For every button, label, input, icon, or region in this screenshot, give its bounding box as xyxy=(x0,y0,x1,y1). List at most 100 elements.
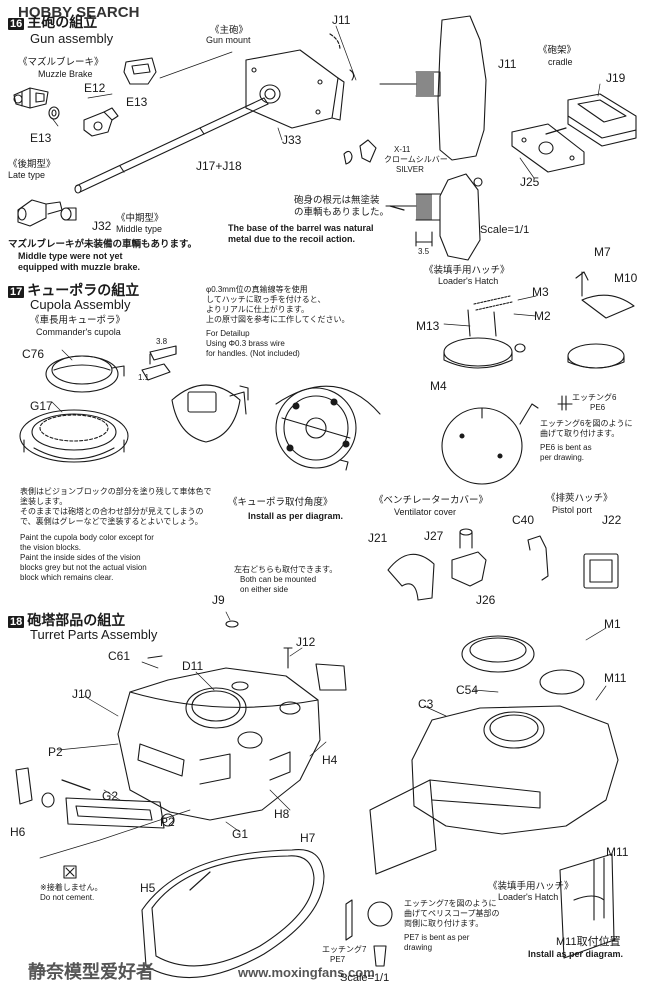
part-label: M1 xyxy=(604,617,621,631)
dimension-3-5: 3.5 xyxy=(418,247,430,256)
part-label: J27 xyxy=(424,529,444,543)
part-label: C54 xyxy=(456,683,479,697)
muzzle-brake-part-icon xyxy=(123,57,157,85)
pe6-note-en-1: PE6 is bent as xyxy=(540,443,592,452)
part-label: M3 xyxy=(532,285,549,299)
m11-hatch-detail-icon xyxy=(559,853,615,959)
brass-note-en-3: for handles. (Not included) xyxy=(206,349,300,358)
part-label: J22 xyxy=(602,513,622,527)
loader-hatch-disc-icon xyxy=(441,403,539,485)
part-label: J19 xyxy=(606,71,626,85)
muzzle-brake-icon xyxy=(13,87,49,109)
muzzle-note-en-1: Middle type were not yet xyxy=(18,251,123,261)
pe7-note-en-1: PE7 is bent as per xyxy=(404,933,470,942)
part-label: D11 xyxy=(182,659,204,673)
brass-note-ja-1: φ0.3mm位の真鍮線等を使用 xyxy=(206,285,308,294)
c40-port-icon xyxy=(527,535,549,581)
part-label: J11 xyxy=(332,13,351,27)
m11-position-ja: M11取付位置 xyxy=(556,936,621,948)
watermark-bottom-ja: 静奈模型爱好者 xyxy=(28,962,154,982)
ventilator-en: Ventilator cover xyxy=(394,507,457,517)
paint-note-ja-1: 表側はビジョンブロックの部分を塗り残して車体色で xyxy=(20,487,212,496)
part-label: M11 xyxy=(604,671,627,685)
e12-part-icon xyxy=(83,107,119,137)
part-label: G1 xyxy=(232,827,249,841)
part-label: J9 xyxy=(212,593,225,607)
color-en: SILVER xyxy=(396,165,424,174)
part-label: J33 xyxy=(282,133,302,147)
part-label: P2 xyxy=(48,745,63,759)
m11-position-en: Install as per diagram. xyxy=(528,949,624,959)
part-label: G17 xyxy=(30,399,53,413)
part-label: E13 xyxy=(30,131,52,145)
brass-note-en-2: Using Φ0.3 brass wire xyxy=(206,339,285,348)
paint-note-ja-2: 塗装します。 xyxy=(20,497,68,506)
paint-note-en-5: block which remains clear. xyxy=(20,573,114,582)
ventilator-ja: 《ベンチレーターカバー》 xyxy=(374,495,489,506)
pe7-note-ja-2: 曲げてペリスコープ基部の xyxy=(404,909,500,918)
no-cement-ja: ※接着しません。 xyxy=(40,883,103,892)
arrow-marks xyxy=(61,33,567,891)
turret-ring-h7-icon xyxy=(141,848,325,979)
no-cement-en: Do not cement. xyxy=(40,893,95,902)
step18-title-en: Turret Parts Assembly xyxy=(30,627,158,642)
paint-note-en-1: Paint the cupola body color except for xyxy=(20,533,154,542)
turret-body-right-icon xyxy=(369,635,619,875)
commander-en: Commander's cupola xyxy=(36,327,121,337)
paint-note-en-4: blocks grey but not the actual vision xyxy=(20,563,147,572)
step16-number: 16 xyxy=(8,18,25,31)
either-side-en-1: Both can be mounted xyxy=(240,575,317,584)
dim-3-8: 3.8 xyxy=(156,337,168,346)
muzzle-note-en-2: equipped with muzzle brake. xyxy=(18,262,141,272)
j32-part-icon xyxy=(60,207,77,221)
part-label: J17+J18 xyxy=(196,159,242,173)
pe7-note-en-2: drawing xyxy=(404,943,433,952)
cradle-ja: 《砲架》 xyxy=(538,45,577,56)
pistol-port-en: Pistol port xyxy=(552,505,593,515)
muzzle-brake-en: Muzzle Brake xyxy=(38,69,93,79)
part-label: J26 xyxy=(476,593,496,607)
part-label: M4 xyxy=(430,379,447,393)
paint-note-en-3: Paint the inside sides of the vision xyxy=(20,553,141,562)
cupola-angle-ja: 《キューポラ取付角度》 xyxy=(228,497,333,508)
brass-note-ja-4: 上の原寸図を参考に工作してください。 xyxy=(206,315,350,324)
pe6-note-en-2: per drawing. xyxy=(540,453,585,462)
paint-note-en-2: the vision blocks. xyxy=(20,543,81,552)
pe6-note-ja-1: エッチング6を図のように xyxy=(540,419,633,428)
cradle-en: cradle xyxy=(548,57,573,67)
part-label: J10 xyxy=(72,687,92,701)
step17-title-en: Cupola Assembly xyxy=(30,297,131,312)
loader-hatch-m4-icon xyxy=(443,295,526,369)
pistol-port-ja: 《排莢ハッチ》 xyxy=(546,493,613,504)
pe6-note-ja-2: 曲げて取り付けます。 xyxy=(540,429,620,438)
part-label: M13 xyxy=(416,319,440,333)
watermark-bottom-url: www.moxingfans.com xyxy=(238,965,375,980)
j9-j12-fitting-icon xyxy=(147,620,347,691)
late-muzzle-icon xyxy=(17,199,63,227)
part-label: E13 xyxy=(126,95,148,109)
part-label: M10 xyxy=(614,271,638,285)
cupola-hatch-detail-icon xyxy=(171,384,249,443)
part-label: C40 xyxy=(512,513,535,527)
part-label: J32 xyxy=(92,219,112,233)
loader-hatch2-ja: 《装填手用ハッチ》 xyxy=(488,881,574,892)
leader-lines xyxy=(39,25,607,859)
muzzle-note-ja: マズルブレーキが未装備の車輌もあります。 xyxy=(8,239,198,250)
pe6-code: PE6 xyxy=(590,403,606,412)
brass-note-ja-2: してハッチに取っ手を付けると、 xyxy=(206,295,326,304)
part-label: H7 xyxy=(300,831,316,845)
turret-body-left-icon xyxy=(117,667,321,821)
loader-hatch2-en: Loader's Hatch xyxy=(498,892,559,902)
pe6-bracket-icon xyxy=(557,395,573,411)
c76-hatch-icon xyxy=(45,355,125,393)
middle-type-en: Middle type xyxy=(116,224,163,234)
part-label: G2 xyxy=(102,789,119,803)
pe7-note-ja-1: エッチング7を図のように xyxy=(404,899,497,908)
g2-plate-icon xyxy=(65,797,175,829)
pe6-ja: エッチング6 xyxy=(572,393,617,402)
step16-title-ja: 主砲の組立 xyxy=(27,14,98,30)
part-label: C76 xyxy=(22,347,45,361)
